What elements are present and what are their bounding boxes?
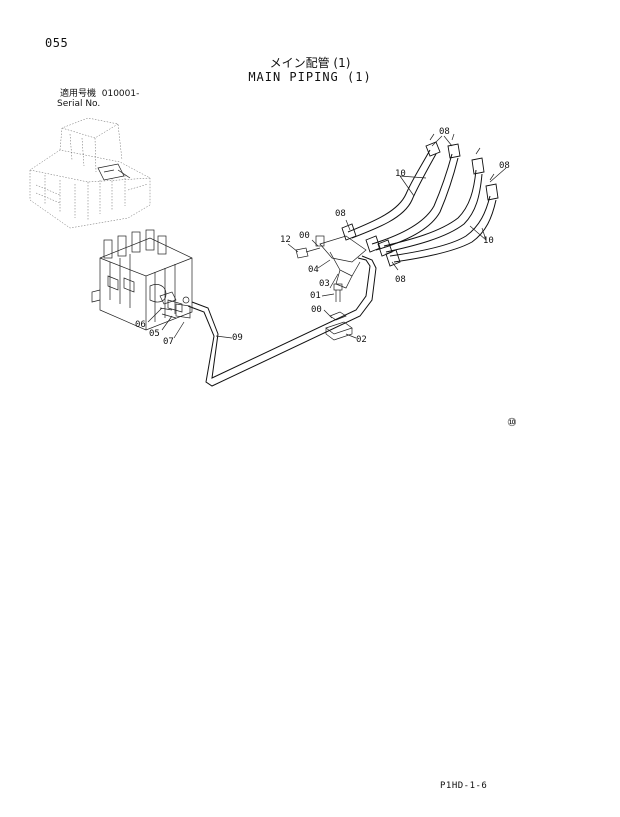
page-title-english: MAIN PIPING (1) — [248, 70, 372, 84]
callout-03: 03 — [319, 279, 330, 289]
callout-10-left: 10 — [395, 169, 406, 179]
serial-line-2: Serial No. — [57, 99, 101, 109]
callout-10-right: 10 — [483, 236, 494, 246]
control-valve-illustration — [91, 229, 193, 331]
manifold-bracket — [295, 235, 367, 289]
callout-labels: 08 08 08 08 10 10 12 00 04 03 01 00 02 0… — [135, 127, 517, 429]
callout-00-upper: 00 — [299, 231, 310, 241]
serial-number-block: 適用号機 010001- Serial No. — [57, 89, 139, 109]
callout-12: 12 — [280, 235, 291, 245]
callout-04: 04 — [308, 265, 319, 275]
callout-09: 09 — [232, 333, 243, 343]
serial-label-jp: 適用号機 — [60, 89, 97, 99]
callout-08-right: 08 — [499, 161, 510, 171]
hose-assemblies — [341, 133, 499, 267]
machine-outline-illustration — [29, 117, 151, 229]
callout-02: 02 — [356, 335, 367, 345]
callout-08-lower: 08 — [395, 275, 406, 285]
serial-line-1: 適用号機 010001- — [60, 89, 139, 99]
footer-code: P1HD-1-6 — [440, 781, 488, 791]
callout-06: 06 — [135, 320, 146, 330]
leader-lines — [147, 135, 507, 339]
pipe-09 — [187, 255, 377, 387]
serial-value: 010001- — [101, 89, 140, 99]
bolt-and-clamp — [325, 283, 353, 341]
circled-reference-mark: ⑩ — [507, 416, 517, 429]
callout-01: 01 — [310, 291, 321, 301]
callout-07: 07 — [163, 337, 174, 347]
callout-05: 05 — [149, 329, 160, 339]
callout-08-top: 08 — [439, 127, 450, 137]
page-title-japanese: メイン配管 (1) — [269, 56, 351, 70]
page-number: 055 — [45, 36, 69, 50]
callout-08-center: 08 — [335, 209, 346, 219]
callout-00-lower: 00 — [311, 305, 322, 315]
